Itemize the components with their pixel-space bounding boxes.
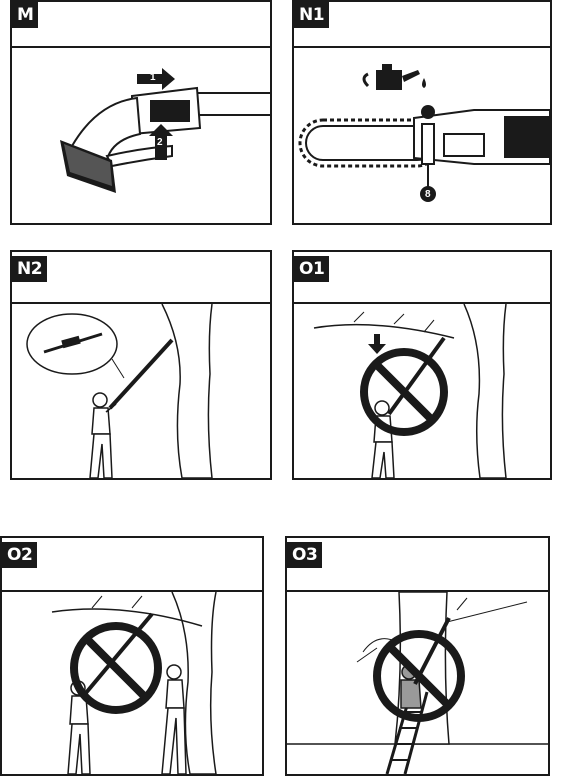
- illustration-chain-oil: [294, 48, 550, 223]
- panel-header: N2: [12, 252, 270, 304]
- figure-panel-n1: N1 8: [292, 0, 552, 225]
- panel-label: N1: [294, 2, 330, 28]
- figure-panel-o3: O3: [285, 536, 550, 776]
- panel-label: O2: [2, 542, 38, 568]
- panel-label: O1: [294, 256, 330, 282]
- prohibited-ladder-drawing: [287, 592, 548, 774]
- panel-header: O1: [294, 252, 550, 304]
- callout-8: 8: [425, 189, 431, 200]
- prohibited-bystander-drawing: [51, 592, 217, 774]
- prohibition-icon: [70, 622, 162, 714]
- figure-panel-o1: O1: [292, 250, 552, 480]
- panel-label: M: [12, 2, 39, 28]
- figure-panel-m: M 1 2: [10, 0, 272, 225]
- callout-2: 2: [157, 137, 163, 148]
- illustration-battery-insertion: [12, 48, 270, 223]
- correct-use-drawing: [26, 304, 213, 478]
- prohibition-icon: [373, 630, 465, 722]
- prohibited-cut-above-drawing: [313, 304, 507, 478]
- panel-header: N1: [294, 2, 550, 48]
- callout-1: 1: [150, 72, 156, 83]
- illustration-prohibited-cut-above: [294, 304, 550, 478]
- illustration-correct-use: [12, 304, 270, 478]
- oil-can-icon: [362, 64, 426, 90]
- battery-insertion-drawing: [60, 68, 270, 193]
- illustration-prohibited-bystander: [2, 592, 262, 774]
- chain-oil-drawing: [298, 64, 550, 202]
- illustration-prohibited-ladder: [287, 592, 548, 774]
- panel-header: M: [12, 2, 270, 48]
- figure-panel-o2: O2: [0, 536, 264, 776]
- panel-label: N2: [12, 256, 48, 282]
- prohibition-icon: [360, 348, 448, 436]
- panel-header: O3: [287, 538, 548, 592]
- figure-panel-n2: N2: [10, 250, 272, 480]
- panel-header: O2: [2, 538, 262, 592]
- panel-label: O3: [287, 542, 323, 568]
